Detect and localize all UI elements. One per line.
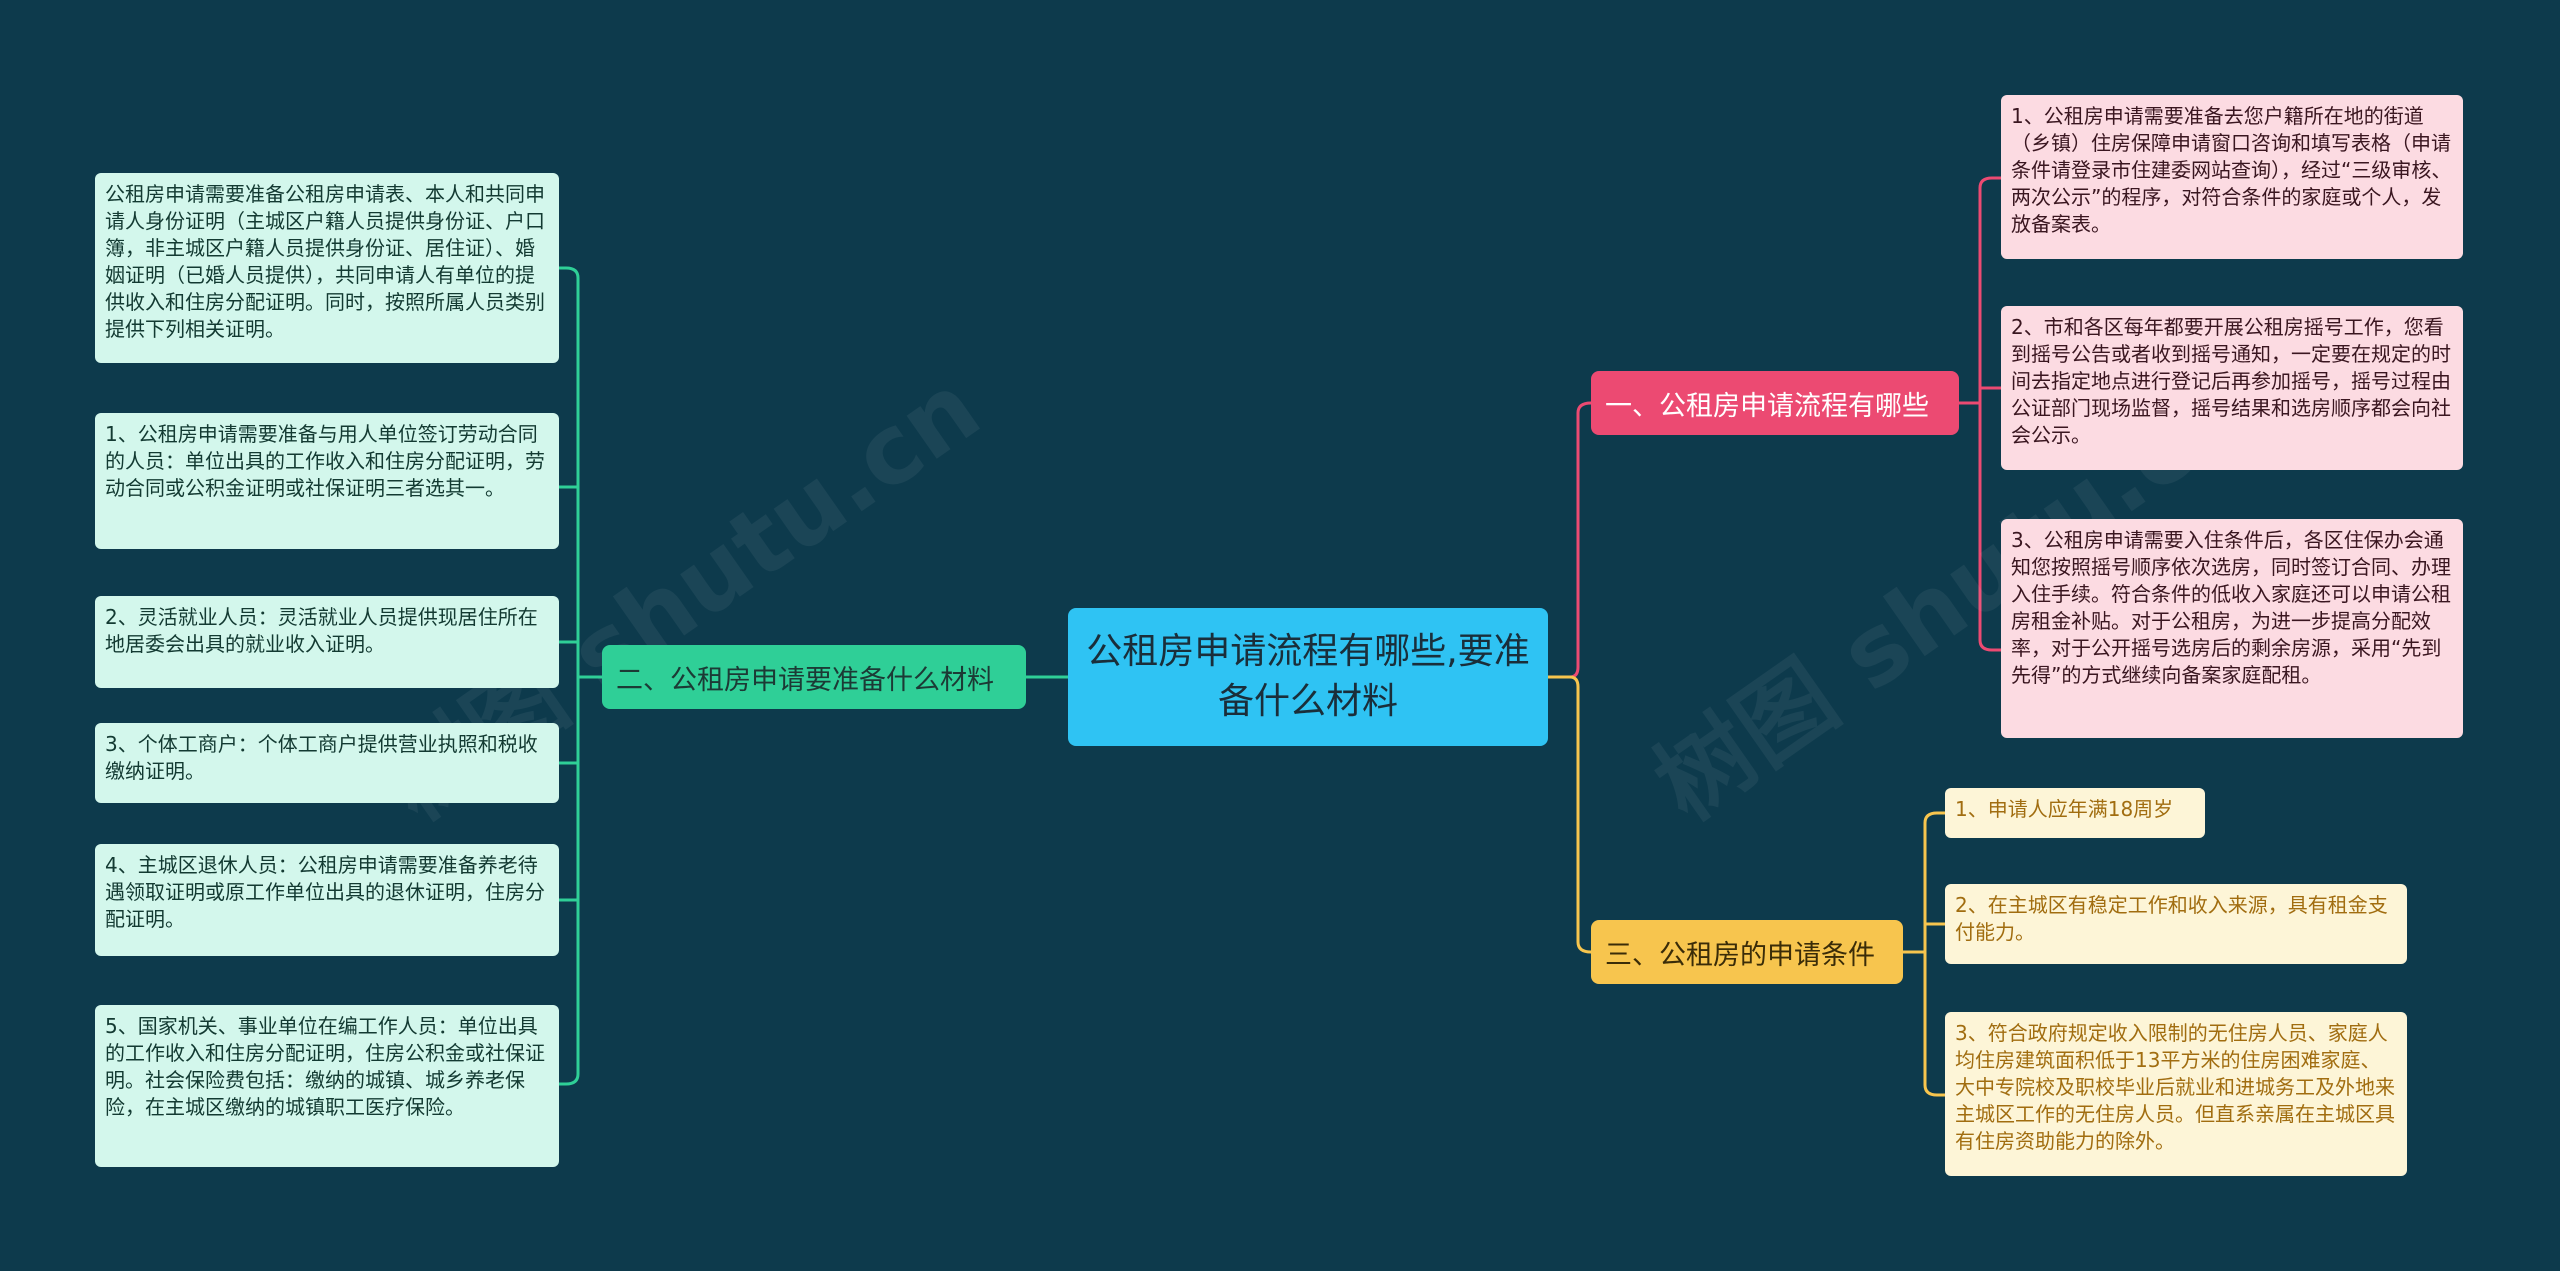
branch-process[interactable]: 一、公租房申请流程有哪些: [1591, 371, 1959, 435]
branch-materials-label: 二、公租房申请要准备什么材料: [616, 664, 994, 696]
branch-materials[interactable]: 二、公租房申请要准备什么材料: [602, 645, 1026, 709]
leaf-conditions-1[interactable]: 2、在主城区有稳定工作和收入来源，具有租金支付能力。: [1945, 884, 2407, 964]
link-right1-spine: [1959, 176, 2001, 652]
link-root-right1: [1548, 401, 1592, 679]
leaf-materials-0[interactable]: 公租房申请需要准备公租房申请表、本人和共同申请人身份证明（主城区户籍人员提供身份…: [95, 173, 559, 363]
leaf-materials-2[interactable]: 2、灵活就业人员：灵活就业人员提供现居住所在地居委会出具的就业收入证明。: [95, 596, 559, 688]
leaf-materials-4[interactable]: 4、主城区退休人员：公租房申请需要准备养老待遇领取证明或原工作单位出具的退休证明…: [95, 844, 559, 956]
leaf-process-1[interactable]: 2、市和各区每年都要开展公租房摇号工作，您看到摇号公告或者收到摇号通知，一定要在…: [2001, 306, 2463, 470]
leaf-conditions-2[interactable]: 3、符合政府规定收入限制的无住房人员、家庭人均住房建筑面积低于13平方米的住房困…: [1945, 1012, 2407, 1176]
leaf-process-2[interactable]: 3、公租房申请需要入住条件后，各区住保办会通知您按照摇号顺序依次选房，同时签订合…: [2001, 519, 2463, 738]
leaf-materials-3[interactable]: 3、个体工商户：个体工商户提供营业执照和税收缴纳证明。: [95, 723, 559, 803]
branch-conditions[interactable]: 三、公租房的申请条件: [1591, 920, 1903, 984]
branch-conditions-label: 三、公租房的申请条件: [1605, 939, 1875, 971]
leaf-materials-5[interactable]: 5、国家机关、事业单位在编工作人员：单位出具的工作收入和住房分配证明，住房公积金…: [95, 1005, 559, 1167]
leaf-materials-1[interactable]: 1、公租房申请需要准备与用人单位签订劳动合同的人员：单位出具的工作收入和住房分配…: [95, 413, 559, 549]
link-right3-spine: [1903, 811, 1945, 1097]
root-node[interactable]: 公租房申请流程有哪些,要准备什么材料: [1068, 608, 1548, 746]
link-left-spine: [559, 266, 602, 1086]
link-root-right3: [1548, 675, 1592, 954]
branch-process-label: 一、公租房申请流程有哪些: [1605, 390, 1929, 422]
root-node-label: 公租房申请流程有哪些,要准备什么材料: [1086, 631, 1530, 722]
leaf-process-0[interactable]: 1、公租房申请需要准备去您户籍所在地的街道（乡镇）住房保障申请窗口咨询和填写表格…: [2001, 95, 2463, 259]
leaf-conditions-0[interactable]: 1、申请人应年满18周岁: [1945, 788, 2205, 838]
